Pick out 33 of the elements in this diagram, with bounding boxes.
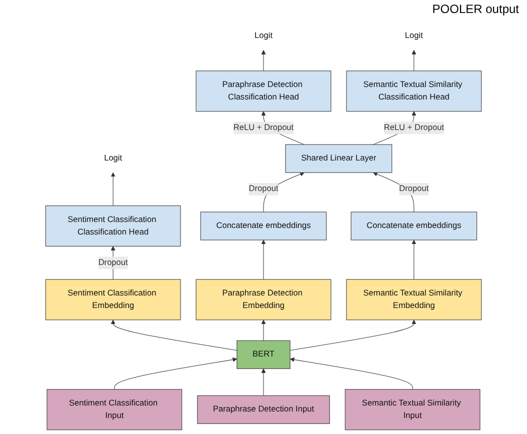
node-box: Paraphrase Detection Classification Head: [196, 70, 332, 112]
arrow: [412, 240, 416, 280]
node-box: Concatenate embeddings: [200, 212, 327, 240]
node-box: Concatenate embeddings: [350, 212, 478, 240]
node-box: Semantic Textual Similarity Classification Head: [346, 70, 482, 112]
node-text: Logit: [404, 31, 423, 40]
edge-label: ReLU + Dropout: [384, 123, 444, 132]
arrow: [261, 320, 266, 341]
edge-label: Dropout: [98, 258, 128, 267]
edge-label: Dropout: [248, 184, 278, 194]
arrow: [261, 368, 266, 396]
node-box: Semantic Textual Similarity Embedding: [346, 279, 482, 320]
node-box: Sentiment Classification Classification Head: [45, 206, 181, 246]
arrow: [110, 320, 238, 351]
node-box: Sentiment Classification Input: [46, 389, 182, 430]
node-box: Semantic Textual Similarity Input: [344, 389, 480, 430]
edge-label: ReLU + Dropout: [233, 123, 294, 132]
arrow: [114, 357, 238, 390]
node-box: Shared Linear Layer: [285, 144, 392, 173]
edge-label: Dropout: [399, 184, 429, 194]
arrow: [290, 357, 413, 390]
node-box: Paraphrase Detection Input: [197, 395, 330, 424]
node-box: Sentiment Classification Embedding: [45, 279, 181, 320]
annotation-text: POOLER output: [432, 2, 519, 16]
node-text: Logit: [104, 154, 122, 163]
node-text: Logit: [254, 31, 272, 40]
arrow: [261, 240, 266, 280]
node-box: BERT: [236, 340, 290, 369]
arrow: [261, 50, 266, 72]
arrow: [412, 50, 416, 72]
node-box: Paraphrase Detection Embedding: [196, 279, 332, 320]
arrow: [110, 172, 116, 206]
arrow: [290, 320, 416, 351]
